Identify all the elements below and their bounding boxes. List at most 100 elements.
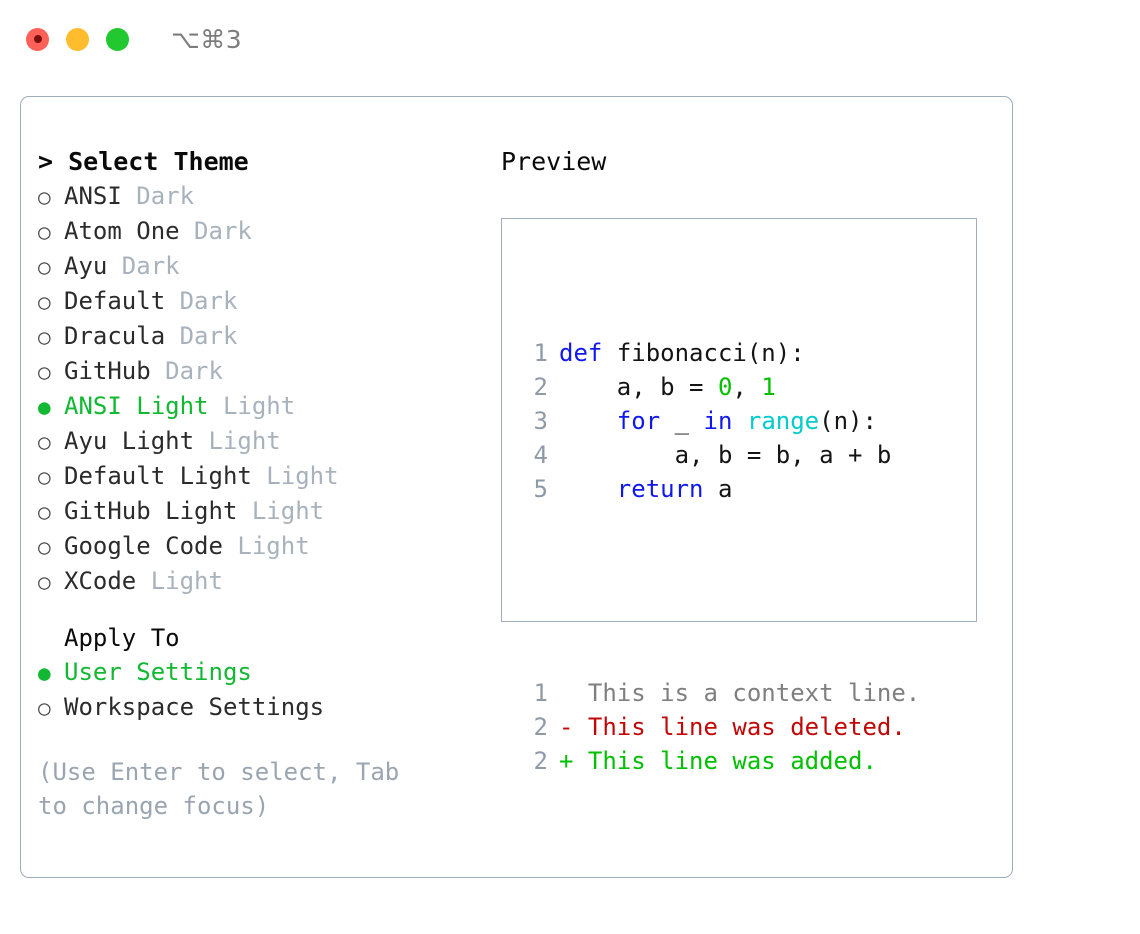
code-token: , <box>732 373 762 401</box>
code-token <box>559 404 617 438</box>
theme-option-atom-one[interactable]: ○ Atom One Dark <box>38 214 498 249</box>
theme-option-github-light[interactable]: ○ GitHub Light Light <box>38 494 498 529</box>
keyboard-hint-text: (Use Enter to select, Tab to change focu… <box>38 758 414 820</box>
theme-name: ANSI <box>64 182 122 210</box>
close-button[interactable] <box>26 27 49 51</box>
theme-variant-label: Light <box>251 462 339 490</box>
diff-text: This line was deleted. <box>587 713 906 741</box>
diff-marker <box>559 676 588 710</box>
diff-text: This line was added. <box>587 747 877 775</box>
apply-to-option-workspace-settings[interactable]: ○Workspace Settings <box>38 690 498 725</box>
diff-line-ctx: 1 This is a context line. <box>520 676 921 710</box>
theme-option-ansi-light[interactable]: ●ANSI Light Light <box>38 389 498 424</box>
code-token: a, b = <box>559 373 718 401</box>
code-token: 1 <box>761 373 776 401</box>
code-token: fibonacci <box>616 339 747 367</box>
code-token <box>559 472 617 506</box>
theme-option-xcode[interactable]: ○XCode Light <box>38 564 498 599</box>
theme-name: Ayu <box>64 252 108 280</box>
diff-sample: 1 This is a context line.2- This line wa… <box>520 676 921 778</box>
radio-unselected-icon: ○ <box>38 696 51 720</box>
preview-heading: Preview <box>501 147 607 176</box>
theme-variant-label: Dark <box>121 182 195 210</box>
theme-variant-label: Light <box>136 567 223 595</box>
code-token: 0 <box>717 373 733 401</box>
window-controls <box>26 27 129 51</box>
theme-option-google-code[interactable]: ○Google Code Light <box>38 529 498 564</box>
preview-column: Preview 1 def fibonacci(n): 2 a, b = 0, 1 3… <box>501 145 1001 775</box>
theme-variant-label: Dark <box>165 322 238 350</box>
code-token: _ <box>660 407 704 435</box>
code-line: 4 a, b = b, a + b <box>520 438 920 472</box>
theme-name: Dracula <box>64 322 166 350</box>
theme-option-github[interactable]: ○GitHub Dark <box>38 354 498 389</box>
code-token: (n): <box>746 339 805 367</box>
diff-marker: + <box>559 747 588 775</box>
line-number: 3 <box>533 407 548 435</box>
theme-name: Default Light <box>64 462 252 490</box>
code-blank-line <box>520 574 920 608</box>
code-token: def <box>559 339 603 367</box>
theme-option-default[interactable]: ○ Default Dark <box>38 284 498 319</box>
theme-name: Atom One <box>64 217 180 245</box>
theme-name: ANSI Light <box>64 392 209 420</box>
code-token: a <box>703 475 733 503</box>
theme-name: GitHub Light <box>64 497 238 525</box>
theme-option-ayu[interactable]: ○ Ayu Dark <box>38 249 498 284</box>
theme-variant-label: Light <box>222 532 310 560</box>
line-number: 2 <box>533 713 548 741</box>
line-number: 2 <box>533 373 548 401</box>
diff-marker: - <box>559 713 588 741</box>
theme-variant-label: Dark <box>107 252 180 280</box>
theme-name: GitHub <box>64 357 151 385</box>
theme-selection-column: > Select Theme ○ANSI Dark○Atom One Dark○… <box>38 145 498 823</box>
zoom-button[interactable] <box>106 27 129 51</box>
theme-picker-panel: > Select Theme ○ANSI Dark○Atom One Dark○… <box>20 96 1013 878</box>
apply-to-name: User Settings <box>64 658 252 686</box>
radio-selected-icon: ● <box>38 661 51 685</box>
line-number: 5 <box>533 475 548 503</box>
code-line: 5 return a <box>520 472 920 506</box>
theme-option-ansi[interactable]: ○ANSI Dark <box>38 179 498 214</box>
code-token <box>602 336 616 370</box>
theme-option-ayu-light[interactable]: ○Ayu Light Light <box>38 424 498 459</box>
line-number: 2 <box>533 747 548 775</box>
code-line: 2 a, b = 0, 1 <box>520 370 920 404</box>
theme-variant-label: Light <box>237 497 325 525</box>
radio-unselected-icon: ○ <box>38 325 51 349</box>
spacer <box>38 599 498 621</box>
code-token: a, b = b, a + b <box>559 441 892 469</box>
apply-to-list[interactable]: ● User Settings ○Workspace Settings <box>38 655 498 725</box>
minimize-button[interactable] <box>66 27 89 51</box>
diff-line-add: 2 + This line was added. <box>520 744 920 778</box>
code-token: for <box>616 407 661 435</box>
titlebar: ⌥⌘3 <box>0 0 1140 78</box>
theme-option-dracula[interactable]: ○ Dracula Dark <box>38 319 498 354</box>
theme-list[interactable]: ○ANSI Dark○Atom One Dark○Ayu Dark○Defaul… <box>38 179 498 599</box>
theme-variant-label: Light <box>208 392 296 420</box>
line-number: 1 <box>533 679 548 707</box>
diff-text: This is a context line. <box>587 679 921 707</box>
theme-variant-label: Light <box>194 427 281 455</box>
code-token: range <box>746 407 820 435</box>
spacer <box>38 725 498 755</box>
radio-unselected-icon: ○ <box>38 430 51 454</box>
theme-option-default-light[interactable]: ○ Default Light Light <box>38 459 498 494</box>
radio-unselected-icon: ○ <box>38 465 51 489</box>
radio-unselected-icon: ○ <box>38 500 51 524</box>
select-theme-heading: > Select Theme <box>38 147 249 176</box>
theme-name: Default <box>64 287 166 315</box>
line-number: 1 <box>533 339 548 367</box>
radio-unselected-icon: ○ <box>38 290 51 314</box>
diff-line-del: 2- This line was deleted. <box>520 710 920 744</box>
apply-to-option-user-settings[interactable]: ● User Settings <box>38 655 498 690</box>
radio-unselected-icon: ○ <box>38 570 51 594</box>
theme-variant-label: Dark <box>150 357 223 385</box>
theme-variant-label: Dark <box>165 287 238 315</box>
code-token: in <box>703 407 733 435</box>
radio-unselected-icon: ○ <box>38 220 51 244</box>
theme-name: Google Code <box>64 532 223 560</box>
apply-to-label: Apply To <box>64 624 180 652</box>
theme-variant-label: Dark <box>179 217 252 245</box>
radio-unselected-icon: ○ <box>38 255 51 279</box>
